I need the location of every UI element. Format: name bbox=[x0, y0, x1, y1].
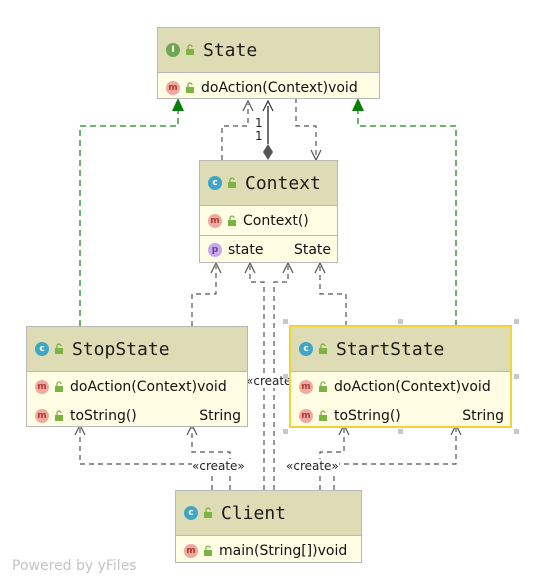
node-stopstate-header: c StopState bbox=[27, 327, 247, 372]
method-icon: m bbox=[166, 80, 180, 95]
selection-handle[interactable] bbox=[283, 429, 288, 434]
selection-handle[interactable] bbox=[398, 319, 403, 324]
multiplicity-bottom: 1 bbox=[255, 129, 263, 143]
lock-icon bbox=[228, 214, 236, 226]
member-type: void bbox=[328, 79, 358, 96]
member-row[interactable]: m toString() String bbox=[27, 401, 247, 430]
node-context-title: Context bbox=[245, 172, 321, 194]
node-startstate-title: StartState bbox=[336, 338, 445, 360]
selection-handle[interactable] bbox=[514, 374, 519, 379]
lock-icon bbox=[204, 544, 212, 556]
dependency-client-startstate-b bbox=[333, 423, 462, 490]
watermark: Powered by yFiles bbox=[12, 558, 137, 574]
lock-icon bbox=[319, 380, 327, 392]
composition-context-state bbox=[262, 99, 274, 160]
class-icon: c bbox=[35, 342, 49, 356]
lock-icon bbox=[204, 507, 212, 518]
method-icon: m bbox=[35, 379, 49, 394]
member-row[interactable]: m main(String[]) void bbox=[176, 536, 361, 565]
member-type: void bbox=[317, 542, 348, 559]
member-name: main(String[]) bbox=[219, 542, 318, 559]
node-startstate-header: c StartState bbox=[291, 327, 510, 372]
member-type: String bbox=[199, 407, 241, 424]
class-icon: c bbox=[299, 342, 313, 356]
node-context[interactable]: c Context m Context() p state State bbox=[199, 160, 338, 263]
lock-icon bbox=[319, 343, 327, 354]
dependency-state-context bbox=[295, 98, 322, 162]
field-name: state bbox=[228, 242, 264, 258]
node-client[interactable]: c Client m main(String[]) void bbox=[175, 490, 362, 563]
node-state-title: State bbox=[203, 39, 258, 61]
dependency-startstate-context bbox=[314, 261, 347, 326]
method-icon: m bbox=[299, 408, 313, 423]
interface-icon: I bbox=[166, 43, 180, 57]
member-row[interactable]: m doAction(Context) void bbox=[158, 73, 379, 102]
member-row[interactable]: m doAction(Context) void bbox=[27, 372, 247, 401]
selection-handle[interactable] bbox=[283, 319, 288, 324]
method-icon: m bbox=[299, 379, 313, 394]
member-row[interactable]: m doAction(Context) void bbox=[291, 372, 510, 401]
realization-stopstate-state bbox=[79, 98, 184, 326]
member-type: void bbox=[197, 378, 227, 395]
class-icon: c bbox=[208, 176, 222, 190]
lock-icon bbox=[228, 177, 236, 188]
lock-icon bbox=[186, 44, 194, 55]
lock-icon bbox=[319, 409, 327, 421]
lock-icon bbox=[55, 409, 63, 421]
method-icon: m bbox=[35, 408, 49, 423]
create-label-left: «create» bbox=[192, 459, 245, 473]
field-row[interactable]: p state State bbox=[200, 235, 337, 264]
dependency-context-state bbox=[221, 99, 254, 160]
node-context-header: c Context bbox=[200, 161, 337, 206]
class-icon: c bbox=[184, 506, 198, 520]
member-type: String bbox=[462, 407, 504, 424]
node-state-header: I State bbox=[158, 28, 379, 73]
field-type: State bbox=[293, 242, 331, 258]
property-icon: p bbox=[208, 243, 222, 257]
selection-handle[interactable] bbox=[514, 319, 519, 324]
node-startstate[interactable]: c StartState m doAction(Context) void m … bbox=[289, 325, 512, 428]
node-stopstate[interactable]: c StopState m doAction(Context) void m t… bbox=[26, 326, 248, 427]
member-name: doAction(Context) bbox=[70, 378, 198, 395]
selection-handle[interactable] bbox=[283, 374, 288, 379]
node-client-title: Client bbox=[221, 502, 287, 524]
lock-icon bbox=[186, 81, 194, 93]
multiplicity-top: 1 bbox=[255, 116, 263, 130]
lock-icon bbox=[55, 343, 63, 354]
member-name: doAction(Context) bbox=[201, 79, 329, 96]
member-name: toString() bbox=[334, 407, 401, 424]
selection-handle[interactable] bbox=[514, 429, 519, 434]
dependency-client-stopstate-b bbox=[186, 423, 231, 490]
member-name: Context() bbox=[243, 212, 309, 229]
member-row[interactable]: m toString() String bbox=[291, 401, 510, 430]
node-stopstate-title: StopState bbox=[72, 338, 170, 360]
member-name: doAction(Context) bbox=[334, 378, 462, 395]
member-type: void bbox=[461, 378, 491, 395]
create-label-right: «create» bbox=[286, 459, 339, 473]
selection-handle[interactable] bbox=[398, 429, 403, 434]
realization-startstate-state bbox=[352, 98, 457, 326]
node-client-header: c Client bbox=[176, 491, 361, 536]
method-icon: m bbox=[208, 213, 222, 228]
node-state[interactable]: I State m doAction(Context) void bbox=[157, 27, 380, 99]
member-row[interactable]: m Context() bbox=[200, 206, 337, 235]
dependency-stopstate-context bbox=[191, 261, 222, 326]
member-name: toString() bbox=[70, 407, 137, 424]
method-icon: m bbox=[184, 543, 198, 558]
lock-icon bbox=[55, 380, 63, 392]
